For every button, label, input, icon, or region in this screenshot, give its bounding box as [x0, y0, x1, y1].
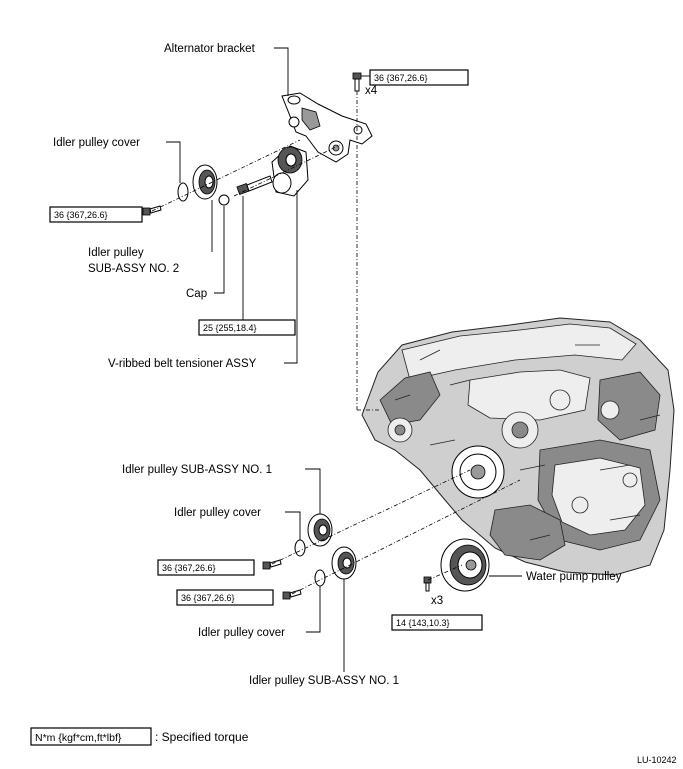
water-pump-pulley-illustration [440, 538, 490, 592]
idler-pulley-no1-upper-illustration [307, 513, 333, 547]
label-idler-pulley-cover-mid: Idler pulley cover [174, 507, 261, 519]
legend-description: : Specified torque [155, 730, 249, 744]
idler-pulley-no1-upper-bolt-illustration [262, 559, 282, 570]
leader-lines [166, 47, 522, 672]
torque-bracket-bolt: 36 {367,26.6} [374, 73, 428, 83]
cap-illustration [218, 194, 230, 206]
assembly-axis-lines [151, 91, 521, 595]
torque-box-bracket: 36 {367,26.6} [369, 69, 469, 86]
label-idler-pulley-cover-top: Idler pulley cover [53, 137, 140, 149]
engine-block-illustration [361, 317, 675, 576]
water-pump-bolt-illustration [423, 576, 432, 592]
label-idler-pulley-no2-line2: SUB-ASSY NO. 2 [88, 263, 179, 275]
torque-legend: N*m {kgf*cm,ft*lbf} : Specified torque [30, 727, 249, 746]
label-water-pump-pulley: Water pump pulley [526, 571, 622, 583]
torque-water-pump-bolt: 14 {143,10.3} [396, 618, 450, 628]
torque-tensioner-bolt: 25 {255,18.4} [203, 323, 257, 333]
torque-box-idler-no1-upper: 36 {367,26.6} [157, 559, 255, 576]
figure-id: LU-10242 [637, 755, 677, 765]
label-idler-pulley-cover-low: Idler pulley cover [198, 627, 285, 639]
qty-bracket-bolt: x4 [365, 85, 378, 97]
qty-water-pump-bolt: x3 [431, 595, 443, 607]
torque-box-idler-no2: 36 {367,26.6} [49, 206, 143, 223]
idler-pulley-cover-low-illustration [314, 569, 326, 587]
label-idler-pulley-no1-upper: Idler pulley SUB-ASSY NO. 1 [122, 464, 272, 476]
torque-box-idler-no1-lower: 36 {367,26.6} [176, 589, 274, 606]
label-cap: Cap [186, 288, 207, 300]
bracket-bolt-illustration [352, 72, 362, 92]
v-ribbed-belt-tensioner-illustration [271, 145, 309, 197]
idler-pulley-cover-top-illustration [177, 182, 189, 202]
torque-idler-no1-upper-bolt: 36 {367,26.6} [162, 563, 216, 573]
torque-idler-no1-lower-bolt: 36 {367,26.6} [181, 593, 235, 603]
alternator-bracket-illustration [281, 92, 373, 163]
idler-pulley-no1-lower-bolt-illustration [282, 589, 302, 600]
idler-pulley-no1-lower-illustration [331, 546, 357, 580]
torque-box-water-pump: 14 {143,10.3} [391, 614, 483, 631]
label-idler-pulley-no2-line1: Idler pulley [88, 247, 144, 259]
label-tensioner: V-ribbed belt tensioner ASSY [108, 358, 257, 370]
label-alternator-bracket: Alternator bracket [164, 43, 256, 55]
torque-idler-no2-bolt: 36 {367,26.6} [54, 210, 108, 220]
legend-unit: N*m {kgf*cm,ft*lbf} [35, 732, 122, 744]
idler-pulley-no2-illustration [192, 164, 218, 200]
torque-box-tensioner: 25 {255,18.4} [198, 319, 296, 336]
label-idler-pulley-no1-lower: Idler pulley SUB-ASSY NO. 1 [249, 675, 399, 687]
idler-no2-bolt-illustration [142, 205, 162, 216]
idler-pulley-cover-mid-illustration [294, 539, 306, 557]
